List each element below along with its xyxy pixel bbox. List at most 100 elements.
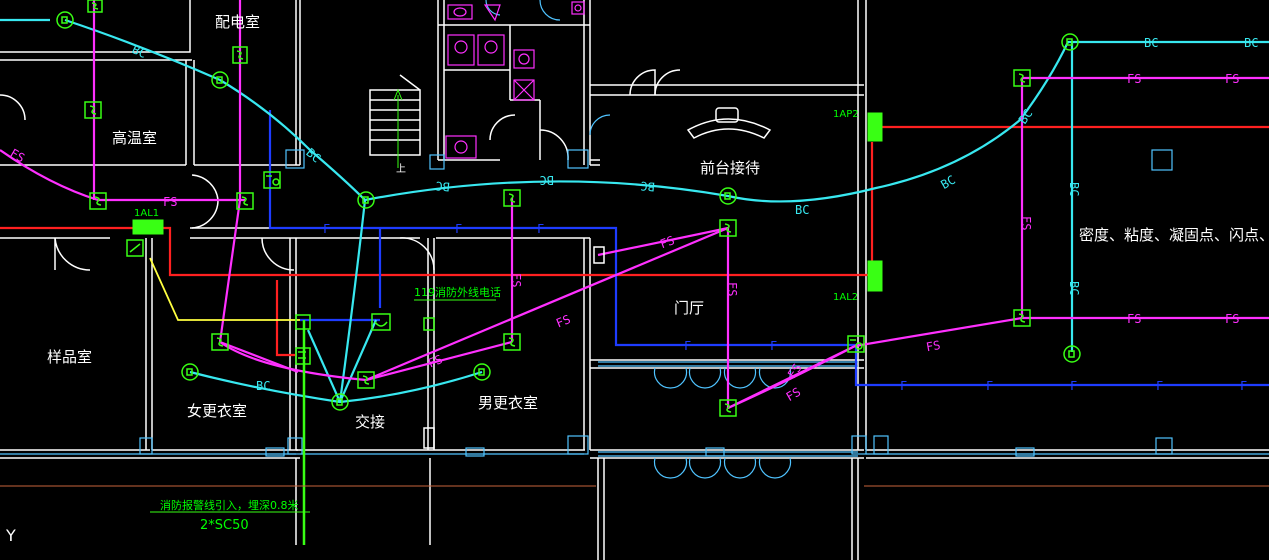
smoke-detector-icon[interactable] xyxy=(87,0,103,13)
phone-jack[interactable] xyxy=(593,246,605,264)
bc-label: BC xyxy=(435,179,451,194)
f-label: F xyxy=(1240,379,1247,393)
fs-label: FS xyxy=(1127,72,1141,86)
speaker-icon[interactable] xyxy=(719,187,737,205)
f-label: F xyxy=(900,379,907,393)
panel-1al2-label: 1AL2 xyxy=(833,292,858,303)
speaker-icon[interactable] xyxy=(331,393,349,411)
room-reception: 前台接待 xyxy=(700,159,760,177)
bc-label: BC xyxy=(938,173,958,192)
fs-label: FS xyxy=(1127,312,1141,326)
panel-1ap2-label: 1AP2 xyxy=(833,109,859,120)
fs-label: FS xyxy=(1225,312,1239,326)
fs-label: FS xyxy=(784,385,804,404)
f-label: F xyxy=(1156,379,1163,393)
smoke-detector-icon[interactable] xyxy=(719,219,737,237)
bc-label: BC xyxy=(640,179,656,194)
fs-label: FS xyxy=(554,312,573,330)
misc-lines xyxy=(0,88,1269,545)
speaker-icon[interactable] xyxy=(56,11,74,29)
speaker-icon[interactable] xyxy=(181,363,199,381)
fs-label: FS xyxy=(1225,72,1239,86)
reception-desk xyxy=(686,107,772,139)
speaker-icon[interactable] xyxy=(357,191,375,209)
f-label: F xyxy=(455,222,462,236)
f-label: F xyxy=(537,222,544,236)
fs-label: FS xyxy=(658,233,676,251)
f-label: F xyxy=(986,379,993,393)
wire-labels: BC BC BC BC BC BC BC BC BC BC BC BC BC F… xyxy=(8,36,1259,404)
smoke-detector-icon[interactable] xyxy=(84,101,102,119)
module-icon[interactable] xyxy=(263,171,281,189)
room-labels: 配电室 高温室 样品室 女更衣室 交接 男更衣室 前台接待 门厅 密度、粘度、凝… xyxy=(47,13,1269,431)
room-power: 配电室 xyxy=(215,13,260,31)
smoke-detector-icon[interactable] xyxy=(719,399,737,417)
smoke-detector-icon[interactable] xyxy=(232,46,248,64)
axis-y-label: Y xyxy=(5,526,16,545)
stair-up-label: 上 xyxy=(396,163,406,175)
smoke-detector-icon[interactable] xyxy=(357,371,375,389)
fire-cable-note: 消防报警线引入，埋深0.8米 xyxy=(160,498,299,512)
speaker-icon[interactable] xyxy=(1063,345,1081,363)
notes: 119消防外线电话 消防报警线引入，埋深0.8米 2*SC50 Y 上 xyxy=(5,163,501,545)
smoke-detector-icon[interactable] xyxy=(503,189,521,207)
panel-1al1[interactable]: 1AL1 xyxy=(132,208,164,235)
power-lines xyxy=(0,125,1269,357)
bc-label: BC xyxy=(256,379,270,393)
room-handover: 交接 xyxy=(355,413,385,431)
bc-label: BC xyxy=(1067,281,1081,295)
f-label: F xyxy=(770,339,777,353)
fs-label: FS xyxy=(725,282,739,296)
bc-label: BC xyxy=(1144,36,1158,50)
sounder-icon[interactable] xyxy=(371,313,391,331)
f-label: F xyxy=(684,339,691,353)
room-test-items: 密度、粘度、凝固点、闪点、馏 xyxy=(1079,226,1269,244)
smoke-detector-icon[interactable] xyxy=(503,333,521,351)
room-high-temp: 高温室 xyxy=(112,129,157,147)
panel-1al1-label: 1AL1 xyxy=(134,208,159,219)
phone-note: 119消防外线电话 xyxy=(414,285,501,299)
panel-1ap2[interactable]: 1AP2 xyxy=(833,109,883,142)
smoke-detector-icon[interactable] xyxy=(211,333,229,351)
bc-label: BC xyxy=(130,42,149,61)
fs-label: FS xyxy=(8,146,28,165)
room-sample: 样品室 xyxy=(47,348,92,366)
smoke-detector-icon[interactable] xyxy=(236,192,254,210)
room-mens-locker: 男更衣室 xyxy=(478,394,538,412)
room-womens-locker: 女更衣室 xyxy=(187,402,247,420)
speaker-icon[interactable] xyxy=(211,71,229,89)
fs-signal-lines xyxy=(0,0,1269,410)
speaker-icon[interactable] xyxy=(1061,33,1079,51)
bc-label: BC xyxy=(303,145,323,165)
smoke-detector-icon[interactable] xyxy=(1013,69,1031,87)
bc-label: BC xyxy=(1067,182,1081,196)
smoke-detectors xyxy=(84,0,1031,417)
phone-outlet[interactable] xyxy=(423,317,435,331)
speaker-icon[interactable] xyxy=(473,363,491,381)
room-lobby: 门厅 xyxy=(674,299,704,317)
sanitary-fixtures xyxy=(445,1,585,159)
modules xyxy=(126,171,865,449)
fs-label: FS xyxy=(163,195,177,209)
fs-label: FS xyxy=(426,352,445,370)
module-icon[interactable] xyxy=(847,335,865,353)
speakers xyxy=(56,11,1081,411)
smoke-detector-icon[interactable] xyxy=(1013,309,1031,327)
bc-label: BC xyxy=(795,203,809,217)
panel-1al2[interactable]: 1AL2 xyxy=(833,260,883,303)
fs-label: FS xyxy=(1019,216,1033,230)
smoke-detector-icon[interactable] xyxy=(89,192,107,210)
windows xyxy=(0,0,1269,479)
conduit-note: 2*SC50 xyxy=(200,518,249,533)
bc-signal-lines xyxy=(0,18,1269,404)
module-icon[interactable] xyxy=(295,314,311,365)
wall-socket xyxy=(423,427,435,449)
f-label: F xyxy=(323,222,330,236)
bc-label: BC xyxy=(1244,36,1258,50)
fs-label: FS xyxy=(785,361,805,381)
fs-label: FS xyxy=(509,273,523,287)
bc-label: BC xyxy=(1016,107,1036,127)
sounder-icon[interactable] xyxy=(126,239,144,257)
